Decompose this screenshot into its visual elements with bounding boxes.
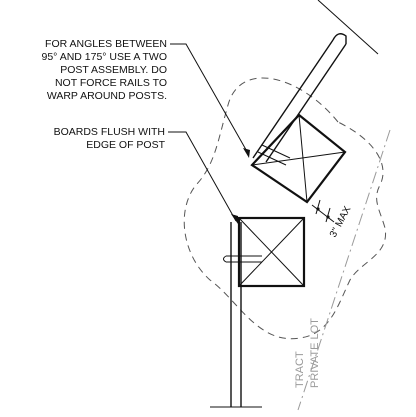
note-line: EDGE OF POST xyxy=(86,139,165,151)
upper-post xyxy=(250,113,347,204)
note-line: NOT FORCE RAILS TO xyxy=(55,77,167,89)
note-line: BOARDS FLUSH WITH xyxy=(54,126,165,138)
clearance-boundary-dashed xyxy=(183,77,386,340)
leader-two-post xyxy=(170,43,250,158)
property-line xyxy=(297,129,391,411)
max-gap-label: 3" MAX xyxy=(328,204,354,239)
lower-rail xyxy=(210,222,262,408)
leader-flush xyxy=(168,131,238,224)
tract-label: TRACT xyxy=(294,351,306,388)
note-line: POST ASSEMBLY. DO xyxy=(60,64,167,76)
flush-note: BOARDS FLUSH WITH EDGE OF POST xyxy=(54,126,166,151)
note-line: 95° AND 175° USE A TWO xyxy=(41,51,167,63)
lower-post xyxy=(237,216,306,288)
two-post-note: FOR ANGLES BETWEEN 95° AND 175° USE A TW… xyxy=(41,38,167,102)
upper-rail xyxy=(252,0,379,166)
note-line: WARP AROUND POSTS. xyxy=(47,90,167,102)
max-gap-dimension xyxy=(311,199,335,223)
note-line: FOR ANGLES BETWEEN xyxy=(45,38,167,50)
private-lot-label: PRIVATE LOT xyxy=(309,318,321,388)
